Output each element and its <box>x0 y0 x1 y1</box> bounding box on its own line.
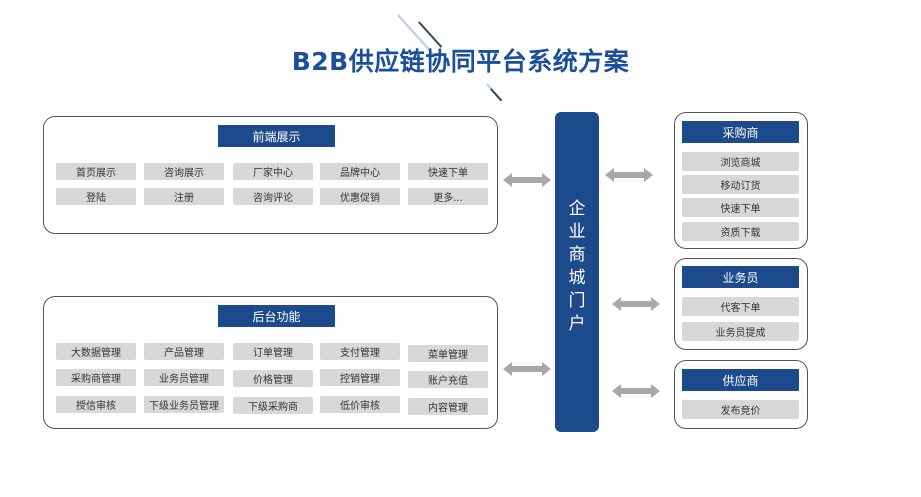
back-item: 低价审核 <box>320 396 400 413</box>
buyer-item: 移动订货 <box>682 175 799 194</box>
back-item: 大数据管理 <box>56 343 136 360</box>
buyer-item: 资质下载 <box>682 222 799 241</box>
back-item: 采购商管理 <box>56 369 136 386</box>
page-title: B2B供应链协同平台系统方案 <box>291 47 630 76</box>
sales-panel: 业务员 代客下单 业务员提成 <box>674 258 808 350</box>
front-item: 咨询展示 <box>144 163 224 180</box>
back-item: 菜单管理 <box>408 345 488 362</box>
portal-label: 企业商城门户 <box>568 199 586 334</box>
buyer-panel-header: 采购商 <box>682 121 799 143</box>
front-panel: 前端展示 首页展示 咨询展示 厂家中心 品牌中心 快速下单 登陆 注册 咨询评论… <box>43 116 498 234</box>
back-panel-header: 后台功能 <box>218 305 335 327</box>
back-item: 业务员管理 <box>144 369 224 386</box>
back-item: 支付管理 <box>320 343 400 360</box>
double-arrow-icon-sales <box>612 297 660 311</box>
back-item: 账户充值 <box>408 371 488 388</box>
front-item: 品牌中心 <box>320 163 400 180</box>
front-item: 登陆 <box>56 188 136 205</box>
front-item: 优惠促销 <box>320 188 400 205</box>
buyer-panel: 采购商 浏览商城 移动订货 快速下单 资质下载 <box>674 112 808 249</box>
enterprise-portal: 企业商城门户 <box>555 112 599 432</box>
back-item: 下级业务员管理 <box>144 396 224 413</box>
buyer-item: 快速下单 <box>682 198 799 217</box>
back-item: 价格管理 <box>233 370 313 387</box>
double-arrow-icon-front <box>503 173 551 187</box>
front-item: 厂家中心 <box>233 163 313 180</box>
front-item: 注册 <box>144 188 224 205</box>
sales-item: 代客下单 <box>682 297 799 316</box>
double-arrow-icon-back <box>503 362 551 376</box>
double-arrow-icon-buyer <box>605 168 653 182</box>
front-item: 首页展示 <box>56 163 136 180</box>
front-item: 咨询评论 <box>233 188 313 205</box>
back-panel: 后台功能 大数据管理 产品管理 订单管理 支付管理 菜单管理 采购商管理 业务员… <box>43 296 498 429</box>
back-item: 下级采购商 <box>233 397 313 414</box>
supplier-panel: 供应商 发布竞价 <box>674 360 808 429</box>
front-item: 快速下单 <box>408 163 488 180</box>
sales-item: 业务员提成 <box>682 322 799 341</box>
supplier-panel-header: 供应商 <box>682 369 799 391</box>
supplier-item: 发布竞价 <box>682 400 799 419</box>
sales-panel-header: 业务员 <box>682 266 799 288</box>
back-item: 内容管理 <box>408 398 488 415</box>
back-item: 订单管理 <box>233 343 313 360</box>
back-item: 产品管理 <box>144 343 224 360</box>
double-arrow-icon-supplier <box>612 384 660 398</box>
decor-line-4 <box>490 88 503 102</box>
buyer-item: 浏览商城 <box>682 152 799 171</box>
back-item: 控销管理 <box>320 369 400 386</box>
front-panel-header: 前端展示 <box>218 125 335 147</box>
back-item: 授信审核 <box>56 396 136 413</box>
front-item: 更多... <box>408 188 488 205</box>
